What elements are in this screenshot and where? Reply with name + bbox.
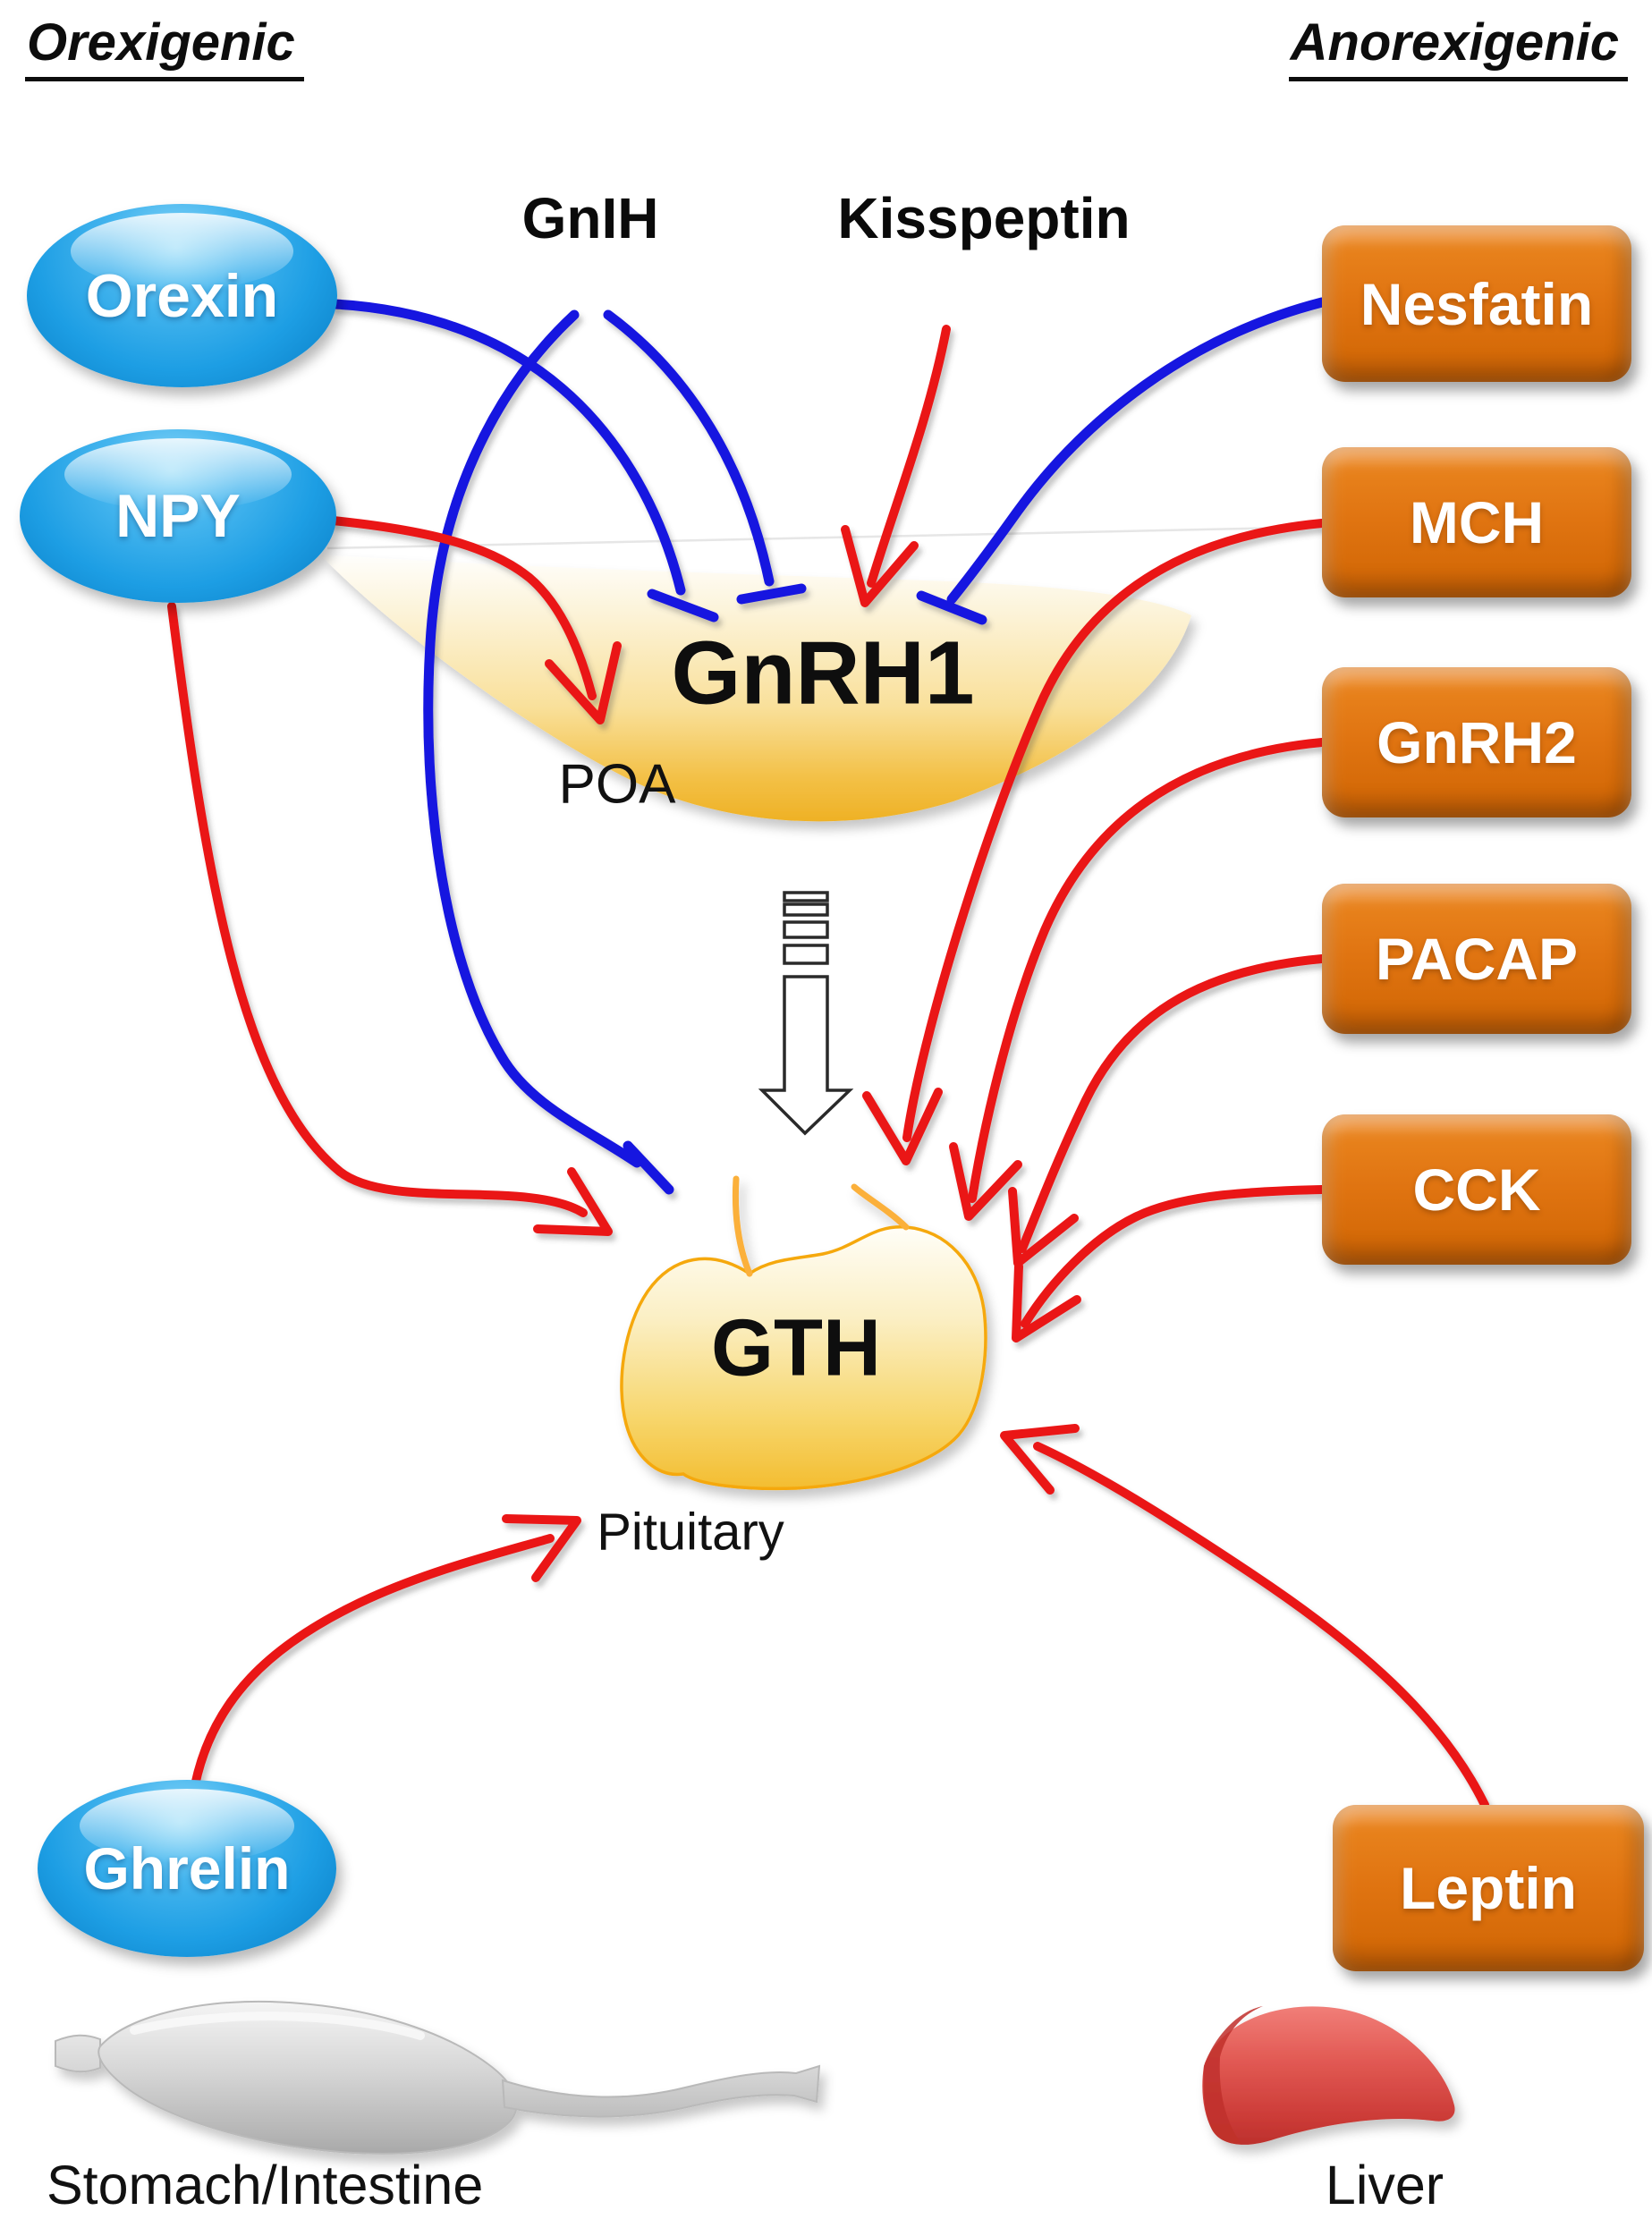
node-orexin: Orexin bbox=[27, 204, 337, 387]
edge-gnih-gth-inhibit-tbar-icon bbox=[623, 1140, 674, 1195]
node-nesfatin: Nesfatin bbox=[1322, 225, 1631, 382]
block-arrow-dash-4 bbox=[783, 944, 829, 965]
edge-kisspeptin-gnrh1-line bbox=[867, 325, 951, 588]
node-gnrh2-label: GnRH2 bbox=[1377, 709, 1577, 775]
intestine-tail bbox=[501, 2064, 821, 2118]
edge-gnrh2-gth-arrowhead-icon bbox=[949, 1142, 1022, 1221]
node-gnrh2: GnRH2 bbox=[1322, 667, 1631, 817]
stomach-intestine-shape bbox=[55, 2000, 821, 2155]
stomach-body bbox=[97, 2000, 518, 2155]
node-cck-label: CCK bbox=[1412, 1156, 1541, 1223]
liver-body bbox=[1202, 2006, 1455, 2145]
edge-npy-gnrh1-arrowhead-icon bbox=[545, 641, 622, 724]
edge-nesfatin-gnrh1-line bbox=[946, 297, 1327, 605]
edges-group bbox=[167, 297, 1489, 1809]
poa-region-label: POA bbox=[558, 753, 676, 816]
edge-gnrh2-gth-line bbox=[968, 738, 1326, 1203]
edge-leptin-gth-line bbox=[1033, 1442, 1489, 1809]
node-nesfatin-label: Nesfatin bbox=[1360, 270, 1594, 337]
block-arrow-shaft-head bbox=[758, 975, 854, 1136]
gth-left-wisp bbox=[732, 1175, 753, 1277]
stomach-esophagus-nub bbox=[55, 2034, 101, 2073]
liver-left-facet bbox=[1203, 2006, 1263, 2144]
gth-target-label: GTH bbox=[711, 1303, 881, 1393]
edge-cck-gth-arrowhead-icon bbox=[1012, 1262, 1081, 1342]
edge-mch-gth-arrowhead-icon bbox=[862, 1088, 943, 1165]
node-ghrelin: Ghrelin bbox=[38, 1780, 336, 1957]
gnih-label: GnIH bbox=[521, 186, 659, 250]
pituitary-region-label: Pituitary bbox=[597, 1503, 784, 1562]
edge-gnih-gnrh1-line bbox=[603, 309, 775, 587]
node-cck: CCK bbox=[1322, 1114, 1631, 1265]
node-ghrelin-label: Ghrelin bbox=[83, 1835, 291, 1901]
edge-gnih-gth-line bbox=[423, 309, 642, 1168]
kisspeptin-label: Kisspeptin bbox=[837, 186, 1131, 250]
edge-kisspeptin-gnrh1-arrowhead-icon bbox=[841, 525, 919, 607]
gnrh1-target-label: GnRH1 bbox=[671, 623, 975, 724]
gth-right-wisp bbox=[851, 1183, 910, 1231]
gnrh1-to-gth-release-block-arrow bbox=[758, 891, 854, 1136]
node-orexin-label: Orexin bbox=[85, 261, 279, 330]
edge-leptin-gth-arrowhead-icon bbox=[1000, 1424, 1080, 1495]
stomach-gloss-highlight bbox=[130, 2012, 425, 2040]
node-pacap-label: PACAP bbox=[1375, 926, 1579, 992]
edge-mch-gth-line bbox=[902, 519, 1326, 1142]
edge-ghrelin-gth-arrowhead-icon bbox=[502, 1514, 581, 1582]
gth-blob-shape bbox=[620, 1225, 987, 1491]
node-pacap: PACAP bbox=[1322, 884, 1631, 1034]
block-arrow-dash-1 bbox=[783, 891, 829, 902]
edge-npy-gnrh1-line bbox=[328, 516, 597, 700]
block-arrow-dash-2 bbox=[783, 902, 829, 917]
gth-pituitary-shape-group bbox=[620, 1175, 987, 1491]
edge-npy-gth-arrowhead-icon bbox=[533, 1167, 613, 1236]
anorexigenic-header: Anorexigenic bbox=[1288, 14, 1628, 81]
edge-nesfatin-gnrh1-inhibit-tbar-icon bbox=[916, 590, 987, 625]
edge-orexin-gnrh1-line bbox=[329, 299, 686, 596]
node-npy-label: NPY bbox=[115, 482, 241, 550]
stomach-intestine-label: Stomach/Intestine bbox=[47, 2155, 484, 2215]
orexigenic-header: Orexigenic bbox=[25, 14, 304, 81]
block-arrow-dash-3 bbox=[783, 920, 829, 939]
edge-gnih-gnrh1-inhibit-tbar-icon bbox=[736, 583, 807, 605]
edge-cck-gth-line bbox=[1021, 1185, 1326, 1328]
liver-shape-group bbox=[1202, 2006, 1455, 2145]
edge-ghrelin-gth-line bbox=[191, 1534, 555, 1790]
node-mch: MCH bbox=[1322, 447, 1631, 597]
edge-npy-gth-line bbox=[167, 602, 588, 1217]
liver-label: Liver bbox=[1325, 2155, 1444, 2215]
node-mch-label: MCH bbox=[1409, 489, 1545, 555]
node-leptin-label: Leptin bbox=[1400, 1855, 1577, 1921]
node-npy: NPY bbox=[20, 429, 336, 603]
edge-orexin-gnrh1-inhibit-tbar-icon bbox=[647, 589, 719, 623]
node-leptin: Leptin bbox=[1333, 1805, 1644, 1971]
edge-pacap-gth-line bbox=[1018, 954, 1326, 1253]
